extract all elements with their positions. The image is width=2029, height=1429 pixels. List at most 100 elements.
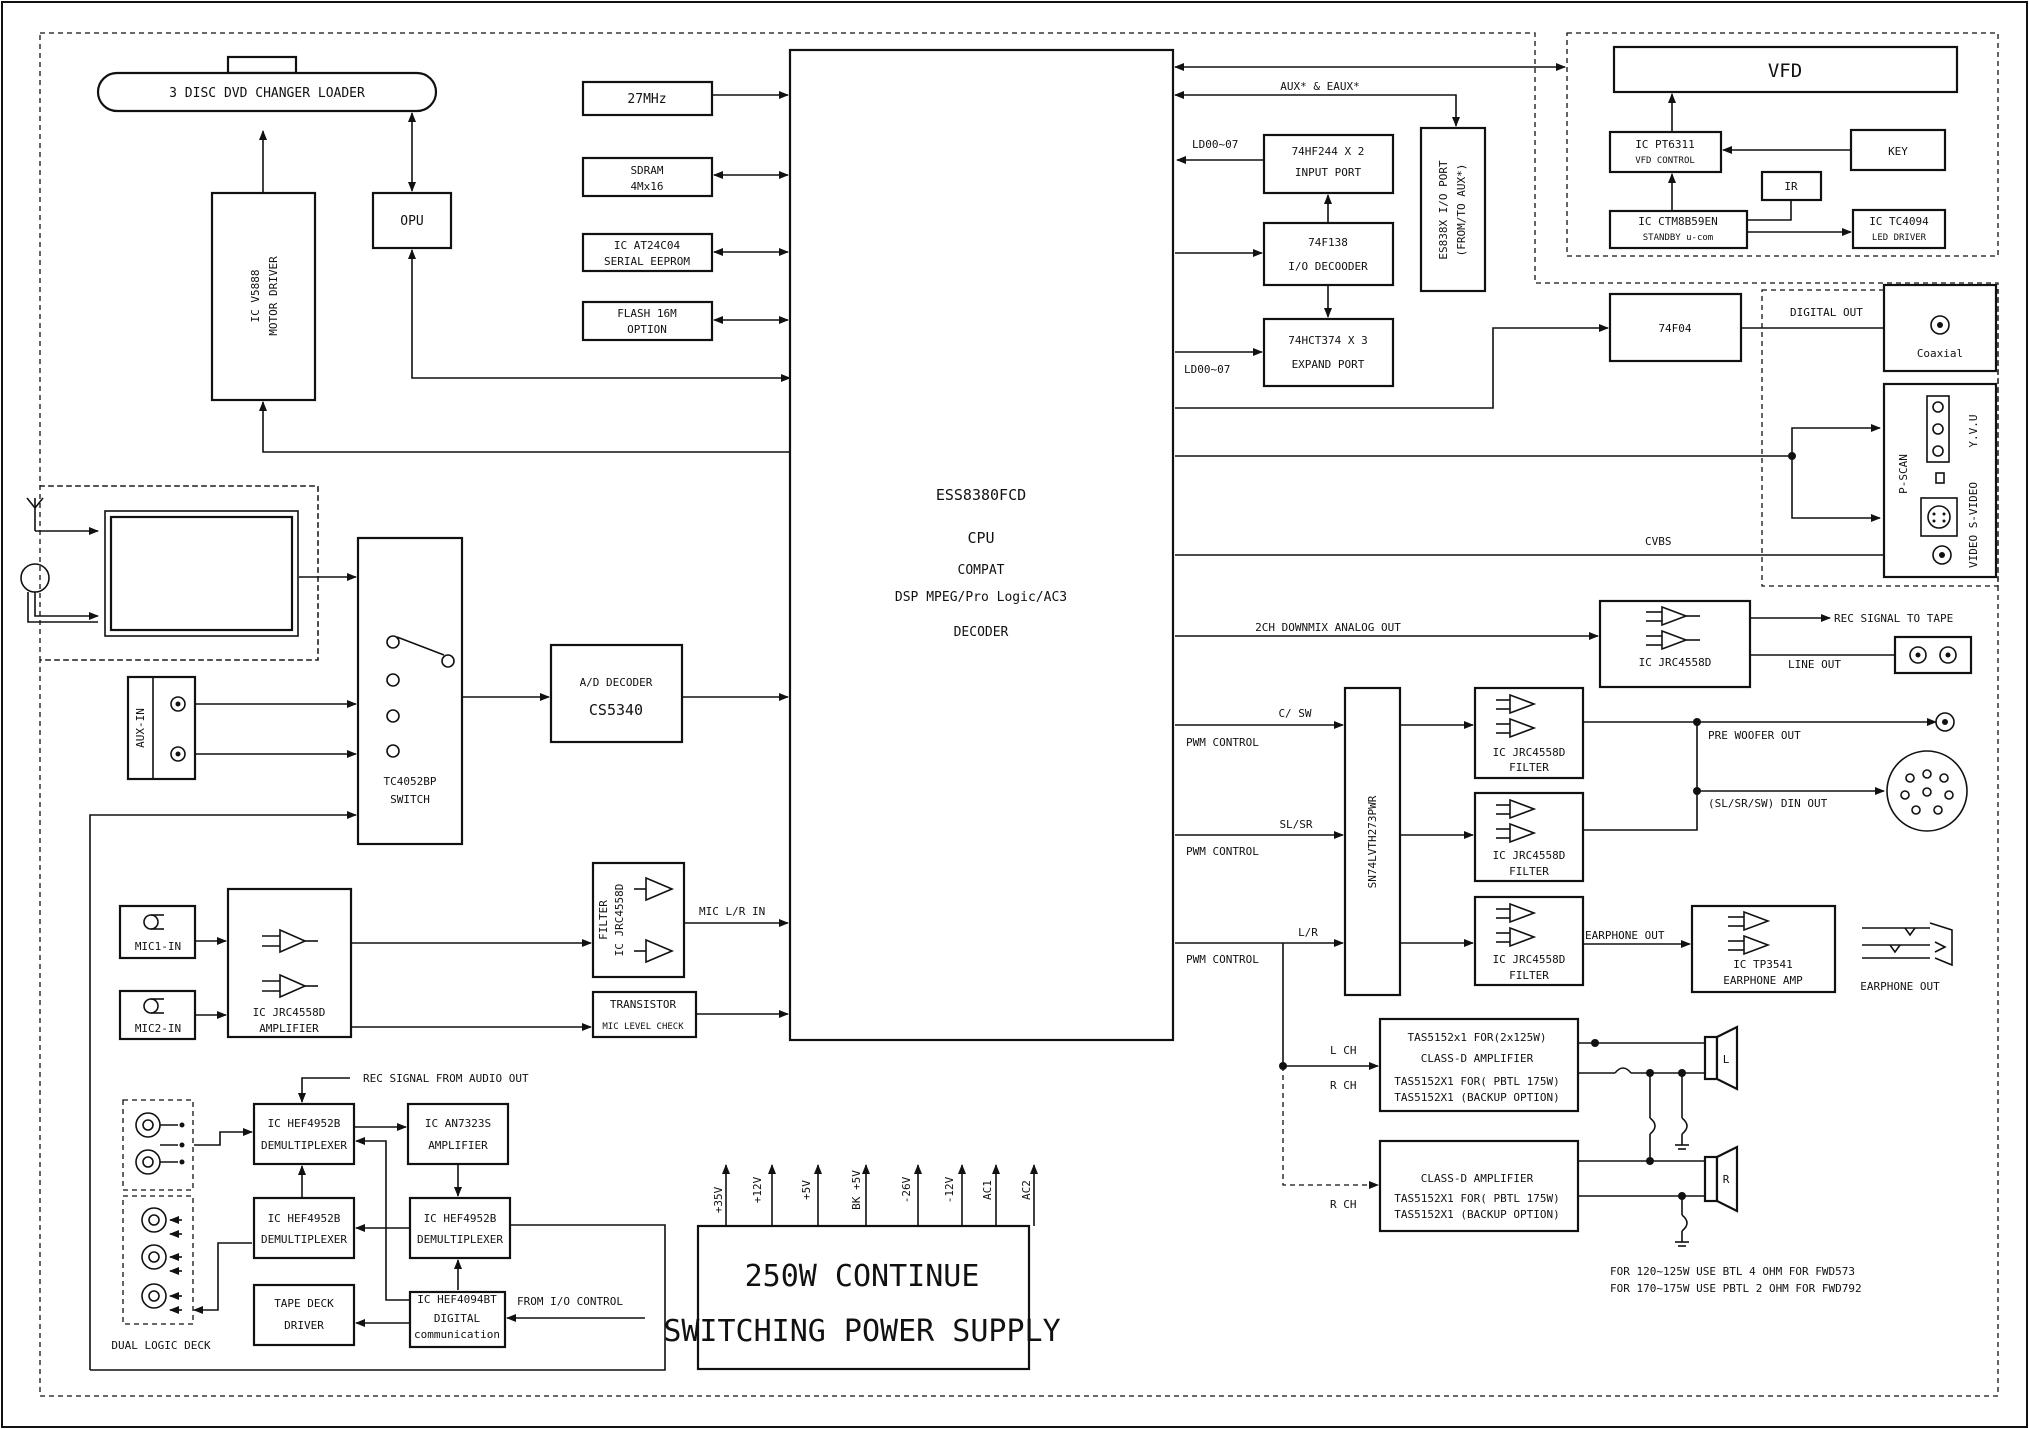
- transistor-block: TRANSISTOR MIC LEVEL CHECK: [591, 990, 698, 1039]
- svg-text:AC1: AC1: [981, 1180, 994, 1200]
- loader-block: 3 DISC DVD CHANGER LOADER: [96, 55, 438, 113]
- main-board-region: [39, 32, 1999, 1397]
- svg-text:FILTER: FILTER: [1509, 761, 1549, 774]
- svg-text:LINE OUT: LINE OUT: [1788, 658, 1841, 671]
- svg-text:IC TC4094: IC TC4094: [1869, 215, 1929, 228]
- svg-text:AMPLIFIER: AMPLIFIER: [428, 1139, 488, 1152]
- svg-text:DUAL LOGIC DECK: DUAL LOGIC DECK: [111, 1339, 211, 1352]
- svg-text:CVBS: CVBS: [1645, 535, 1672, 548]
- cpu-block: ESS8380FCD CPU COMPAT DSP MPEG/Pro Logic…: [788, 48, 1175, 1042]
- svg-text:LD00~07: LD00~07: [1184, 363, 1230, 376]
- svg-text:27MHz: 27MHz: [627, 92, 666, 107]
- svg-text:+35V: +35V: [712, 1186, 725, 1213]
- sdram-block: SDRAM 4Mx16: [581, 156, 714, 198]
- svg-text:EARPHONE OUT: EARPHONE OUT: [1585, 929, 1665, 942]
- speaker-right-icon: R: [1703, 1145, 1739, 1213]
- svg-text:74F04: 74F04: [1658, 322, 1691, 335]
- svg-text:TAPE DECK: TAPE DECK: [274, 1297, 334, 1310]
- svg-text:SDRAM: SDRAM: [630, 164, 663, 177]
- svg-text:BK +5V: BK +5V: [850, 1170, 863, 1210]
- svg-text:CLASS-D AMPLIFIER: CLASS-D AMPLIFIER: [1421, 1172, 1534, 1185]
- svg-text:AMPLIFIER: AMPLIFIER: [259, 1022, 319, 1035]
- svg-text:PWM CONTROL: PWM CONTROL: [1186, 845, 1259, 858]
- vfd-control-block: IC PT6311 VFD CONTROL: [1608, 130, 1723, 174]
- svg-text:IC JRC4558D: IC JRC4558D: [1639, 656, 1712, 669]
- deck-heads-a: [135, 1112, 185, 1175]
- svg-text:MIC L/R IN: MIC L/R IN: [699, 905, 765, 918]
- svg-text:IC CTM8B59EN: IC CTM8B59EN: [1638, 215, 1717, 228]
- woofer-connector: [1935, 712, 1955, 732]
- earphone-amp-block: IC TP3541 EARPHONE AMP: [1690, 904, 1837, 994]
- svg-text:L: L: [1723, 1053, 1730, 1066]
- svg-text:TAS5152X1 (BACKUP OPTION): TAS5152X1 (BACKUP OPTION): [1394, 1091, 1560, 1104]
- svg-text:VIDEO S-VIDEO: VIDEO S-VIDEO: [1967, 482, 1980, 568]
- svg-text:DEMULTIPLEXER: DEMULTIPLEXER: [417, 1233, 503, 1246]
- svg-text:FOR 120~125W USE BTL 4 OHM FOR: FOR 120~125W USE BTL 4 OHM FOR FWD573: [1610, 1265, 1855, 1278]
- fm-loop-icon: [20, 563, 99, 623]
- mic2-connector: MIC2-IN: [118, 989, 197, 1041]
- expand-port-block: 74HCT374 X 3 EXPAND PORT: [1262, 317, 1395, 388]
- rec-amp-block: IC JRC4558D: [1598, 599, 1752, 689]
- mic-filter-block: FILTER IC JRC4558D: [591, 861, 686, 979]
- svg-text:MIC2-IN: MIC2-IN: [135, 1022, 181, 1035]
- svg-text:INPUT PORT: INPUT PORT: [1295, 166, 1362, 179]
- oscillator-block: 27MHz: [581, 80, 714, 117]
- inverter-block: 74F04: [1608, 292, 1743, 363]
- svg-text:IC V5888: IC V5888: [249, 270, 262, 323]
- svg-text:IC PT6311: IC PT6311: [1635, 138, 1695, 151]
- svg-text:OPU: OPU: [400, 214, 423, 229]
- svg-text:FILTER: FILTER: [597, 900, 610, 940]
- switch-block: TC4052BP SWITCH: [356, 536, 464, 846]
- tuner-region: [39, 485, 319, 661]
- svg-text:IC HEF4952B: IC HEF4952B: [268, 1117, 341, 1130]
- svg-text:AUX-IN: AUX-IN: [134, 708, 147, 748]
- svg-text:DIGITAL OUT: DIGITAL OUT: [1790, 306, 1863, 319]
- video-out-panel: Y.V.U P-SCAN VIDEO S-VIDEO: [1882, 382, 1998, 579]
- svg-text:2CH DOWNMIX ANALOG OUT: 2CH DOWNMIX ANALOG OUT: [1255, 621, 1401, 634]
- svg-text:-26V: -26V: [900, 1176, 913, 1203]
- svg-text:OPTION: OPTION: [627, 323, 667, 336]
- svg-text:R: R: [1723, 1173, 1730, 1186]
- svg-text:R CH: R CH: [1330, 1198, 1357, 1211]
- svg-text:TAS5152X1 (BACKUP OPTION): TAS5152X1 (BACKUP OPTION): [1394, 1208, 1560, 1221]
- power-rails: +35V +12V +5V BK +5V -26V -12V AC1 AC2: [712, 1164, 1038, 1226]
- svg-text:ESS8380FCD: ESS8380FCD: [936, 486, 1026, 504]
- svg-text:PWM CONTROL: PWM CONTROL: [1186, 736, 1259, 749]
- ir-block: IR: [1760, 170, 1823, 202]
- svg-text:FILTER: FILTER: [1509, 865, 1549, 878]
- svg-text:L CH: L CH: [1330, 1044, 1357, 1057]
- deck-a-region: [122, 1099, 194, 1191]
- svg-text:MIC1-IN: MIC1-IN: [135, 940, 181, 953]
- svg-text:CLASS-D AMPLIFIER: CLASS-D AMPLIFIER: [1421, 1052, 1534, 1065]
- demux3-block: IC HEF4952B DEMULTIPLEXER: [408, 1196, 512, 1260]
- svg-text:IC HEF4952B: IC HEF4952B: [268, 1212, 341, 1225]
- svg-text:LED DRIVER: LED DRIVER: [1872, 233, 1927, 243]
- svg-text:TAS5152X1 FOR( PBTL 175W): TAS5152X1 FOR( PBTL 175W): [1394, 1075, 1560, 1088]
- svg-text:C/ SW: C/ SW: [1278, 707, 1311, 720]
- tape-driver-block: TAPE DECK DRIVER: [252, 1283, 356, 1347]
- svg-text:IC JRC4558D: IC JRC4558D: [613, 884, 626, 957]
- svg-text:IC JRC4558D: IC JRC4558D: [1493, 746, 1566, 759]
- svg-text:A/D DECODER: A/D DECODER: [580, 676, 653, 689]
- svg-text:Y.V.U: Y.V.U: [1967, 414, 1980, 447]
- svg-text:TAS5152X1 FOR( PBTL 175W): TAS5152X1 FOR( PBTL 175W): [1394, 1192, 1560, 1205]
- svg-text:VFD CONTROL: VFD CONTROL: [1635, 156, 1695, 166]
- buffer-block: SN74LVTH273PWR: [1343, 686, 1402, 997]
- svg-text:IC AT24C04: IC AT24C04: [614, 239, 681, 252]
- hef4094-block: IC HEF4094BT DIGITAL communication: [408, 1290, 507, 1349]
- vfd-block: VFD: [1612, 45, 1959, 94]
- coaxial-connector: Coaxial: [1882, 283, 1998, 373]
- svg-text:Coaxial: Coaxial: [1917, 347, 1963, 360]
- svg-text:IC JRC4558D: IC JRC4558D: [253, 1006, 326, 1019]
- demux2-block: IC HEF4952B DEMULTIPLEXER: [252, 1196, 356, 1260]
- class-d-amp-1-block: TAS5152x1 FOR(2x125W) CLASS-D AMPLIFIER …: [1378, 1017, 1580, 1113]
- svg-text:-12V: -12V: [943, 1176, 956, 1203]
- svg-text:MOTOR DRIVER: MOTOR DRIVER: [267, 256, 280, 336]
- svg-text:L/R: L/R: [1298, 926, 1318, 939]
- svg-text:EARPHONE AMP: EARPHONE AMP: [1723, 974, 1803, 987]
- speaker-wiring: [1578, 1039, 1705, 1247]
- svg-text:AUX* & EAUX*: AUX* & EAUX*: [1280, 80, 1359, 93]
- filter-lr-block: IC JRC4558D FILTER: [1473, 895, 1585, 987]
- svg-text:REC SIGNAL TO TAPE: REC SIGNAL TO TAPE: [1834, 612, 1953, 625]
